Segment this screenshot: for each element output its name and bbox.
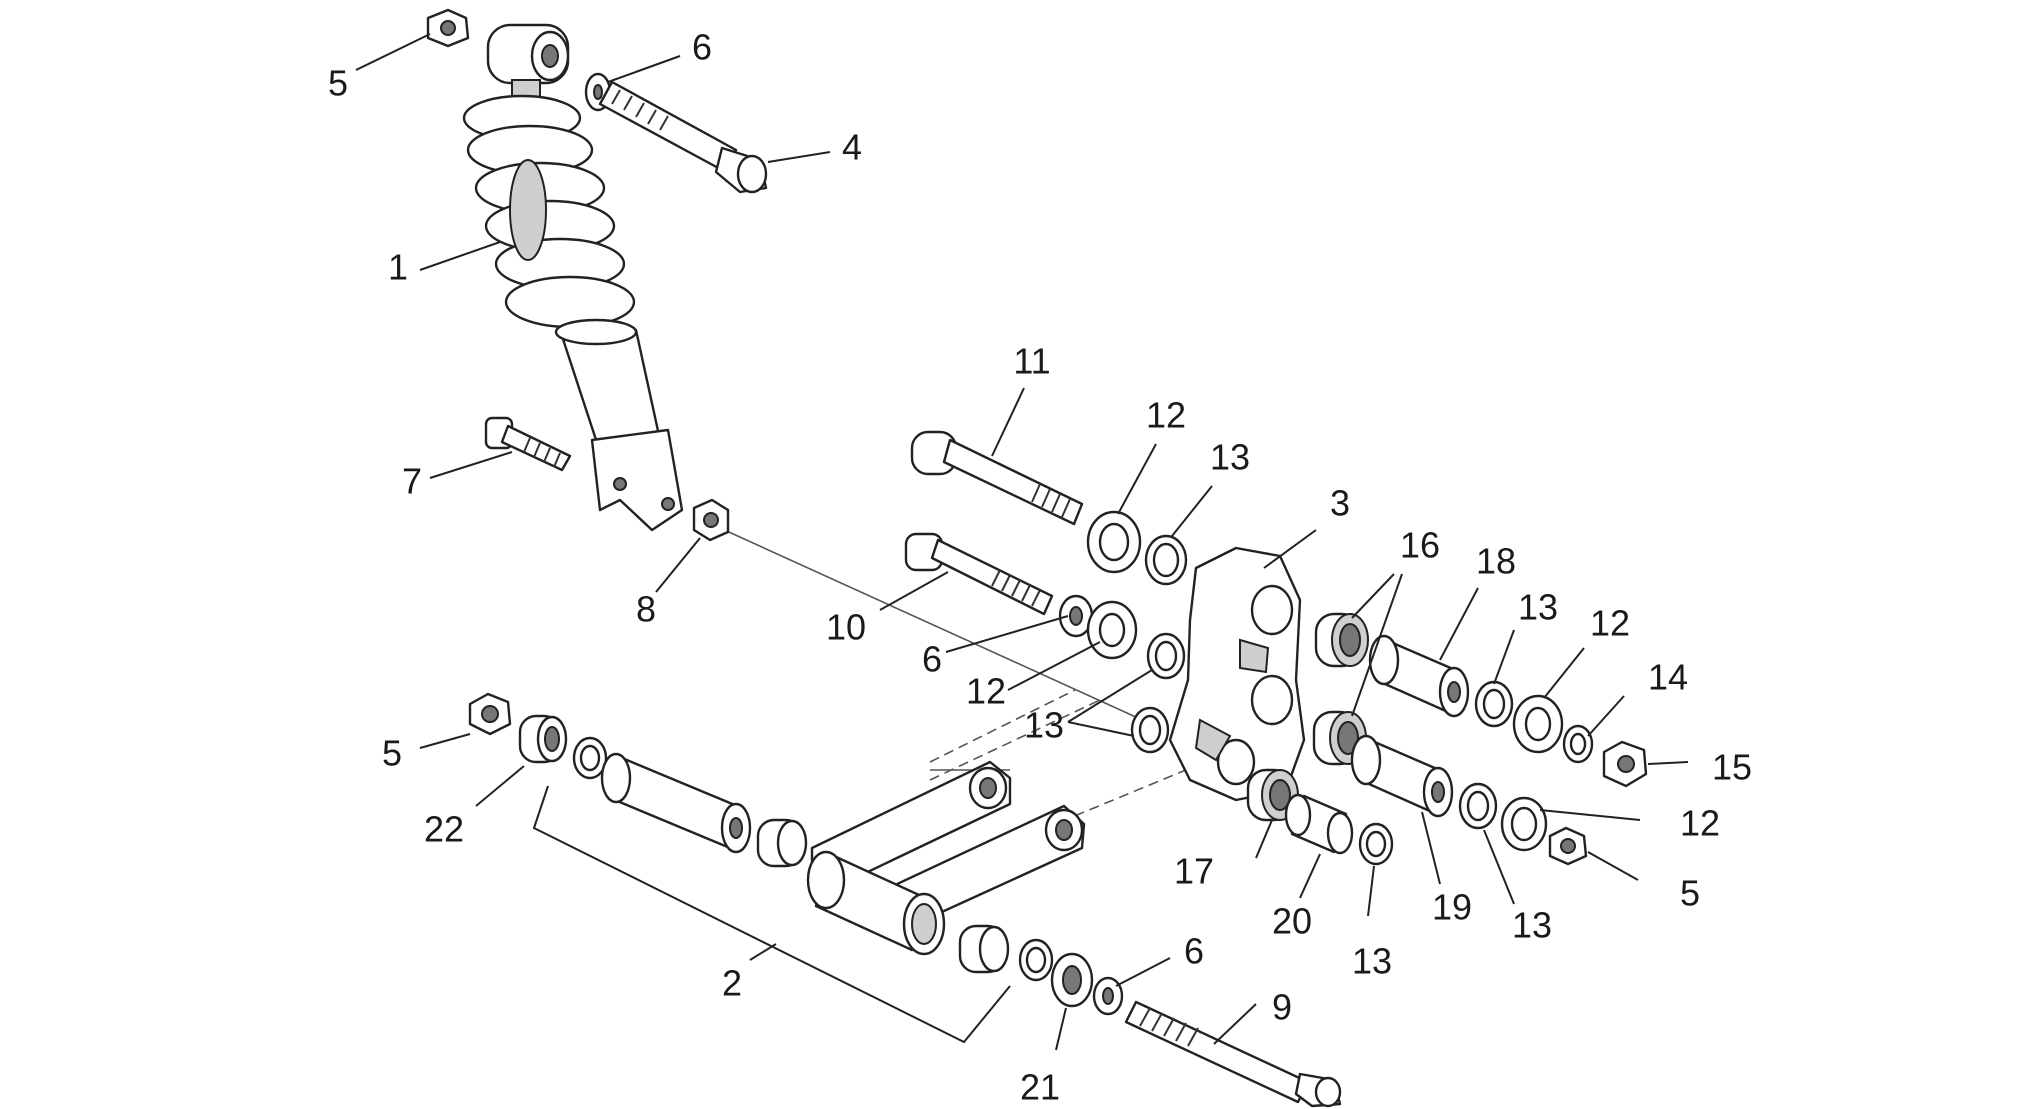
nut-8 xyxy=(692,498,730,542)
callout-13-right-lower: 13 xyxy=(1512,905,1552,946)
callout-20: 20 xyxy=(1272,901,1312,942)
callout-12-middle: 12 xyxy=(966,671,1006,712)
callout-21: 21 xyxy=(1020,1067,1060,1108)
bolt-7 xyxy=(484,416,572,472)
washers-right-upper xyxy=(1474,680,1648,788)
sleeve-18 xyxy=(1368,634,1470,718)
callout-18: 18 xyxy=(1476,541,1516,582)
bushing-16 xyxy=(1312,612,1369,766)
sleeve-20 xyxy=(1284,793,1354,855)
bolt-4 xyxy=(598,80,768,194)
callout-6-bottom: 6 xyxy=(1184,931,1204,972)
callout-13-upper: 13 xyxy=(1210,437,1250,478)
lower-link xyxy=(468,692,1124,1016)
callout-9: 9 xyxy=(1272,987,1292,1028)
callout-17: 17 xyxy=(1174,851,1214,892)
callout-13-bottom: 13 xyxy=(1352,941,1392,982)
callout-12-right-upper: 12 xyxy=(1590,603,1630,644)
callout-3: 3 xyxy=(1330,483,1350,524)
callout-4: 4 xyxy=(842,127,862,168)
bolt-10 xyxy=(904,532,1054,616)
callout-12-right-lower: 12 xyxy=(1680,803,1720,844)
callout-10: 10 xyxy=(826,607,866,648)
rocker-link xyxy=(1168,546,1306,802)
washer-13-lower xyxy=(1358,822,1394,866)
callout-6-top: 6 xyxy=(692,27,712,68)
callout-13-right-upper: 13 xyxy=(1518,587,1558,628)
callout-12-upper: 12 xyxy=(1146,395,1186,436)
bolt-9 xyxy=(1124,1000,1342,1108)
leader-lines xyxy=(355,33,1689,1051)
callout-5-left: 5 xyxy=(382,733,402,774)
washers-right-lower xyxy=(1458,782,1588,866)
callout-5-top: 5 xyxy=(328,63,348,104)
shock-absorber xyxy=(462,23,684,532)
callout-1: 1 xyxy=(388,247,408,288)
callout-15: 15 xyxy=(1712,747,1752,788)
callout-6-middle: 6 xyxy=(922,639,942,680)
callout-8: 8 xyxy=(636,589,656,630)
callout-7: 7 xyxy=(402,461,422,502)
washers-upper xyxy=(1058,510,1188,754)
callout-labels: 5 6 4 1 7 8 11 12 13 3 16 18 13 12 14 15… xyxy=(328,27,1752,1108)
callout-22: 22 xyxy=(424,809,464,850)
callout-19: 19 xyxy=(1432,887,1472,928)
callout-14: 14 xyxy=(1648,657,1688,698)
callout-2: 2 xyxy=(722,963,742,1004)
callout-13-middle: 13 xyxy=(1024,705,1064,746)
callout-16: 16 xyxy=(1400,525,1440,566)
nut-top xyxy=(426,8,470,48)
sleeve-19 xyxy=(1350,734,1454,818)
bolt-11 xyxy=(910,430,1084,526)
callout-11: 11 xyxy=(1013,341,1050,382)
callout-5-right: 5 xyxy=(1680,873,1700,914)
